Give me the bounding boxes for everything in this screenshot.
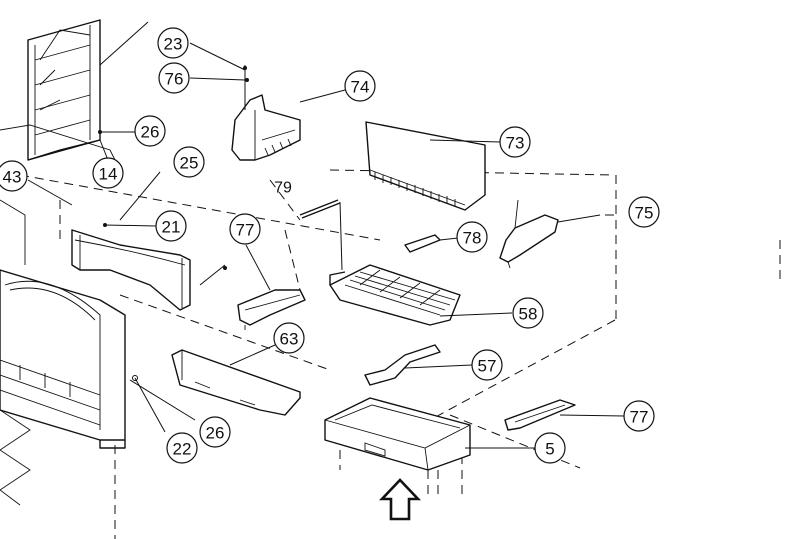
callout-78: 78 (456, 221, 488, 253)
heat-shield-73 (365, 121, 501, 211)
callout-23: 23 (157, 27, 189, 59)
left-frame-column (27, 19, 149, 161)
front-door-assembly-43 (0, 269, 126, 506)
callout-label-77-lower: 77 (630, 408, 649, 427)
callout-74: 74 (344, 70, 376, 102)
fastener-leads (27, 42, 249, 433)
callout-43: 43 (0, 160, 28, 192)
rod-79 (299, 199, 343, 271)
callout-label-26-lower: 26 (206, 424, 225, 443)
log-support-74 (231, 89, 346, 161)
side-bracket-75 (499, 199, 601, 269)
callout-label-21: 21 (162, 218, 181, 237)
label-79: 79 (274, 180, 292, 197)
callout-label-22: 22 (173, 440, 192, 459)
callout-label-14: 14 (99, 165, 118, 184)
callout-label-77-upper: 77 (236, 221, 255, 240)
callout-14: 14 (92, 157, 124, 189)
fire-grate-58 (329, 264, 513, 326)
baffle-plate-25 (71, 229, 191, 311)
callout-label-78: 78 (463, 229, 482, 248)
callout-label-73: 73 (506, 134, 525, 153)
callout-label-26-upper: 26 (141, 123, 160, 142)
callout-26-upper: 26 (134, 115, 166, 147)
callout-26-lower: 26 (199, 416, 231, 448)
callout-label-79: 79 (274, 180, 292, 197)
callout-label-57: 57 (478, 357, 497, 376)
callout-58: 58 (512, 297, 544, 329)
clip-78 (404, 234, 459, 253)
callout-21: 21 (155, 210, 187, 242)
callout-75: 75 (628, 196, 660, 228)
callout-label-43: 43 (3, 168, 22, 187)
ash-pan-5 (324, 397, 535, 471)
callout-label-5: 5 (545, 440, 554, 459)
grate-support-57 (364, 344, 473, 386)
callout-label-75: 75 (635, 204, 654, 223)
callout-73: 73 (499, 126, 531, 158)
callout-label-25: 25 (180, 154, 199, 173)
bracket-77-lower (504, 399, 625, 431)
callout-25: 25 (173, 146, 205, 178)
callout-label-63: 63 (280, 330, 299, 349)
callout-label-74: 74 (351, 78, 370, 97)
callout-57: 57 (471, 349, 503, 381)
callout-76: 76 (158, 62, 190, 94)
callout-label-76: 76 (165, 70, 184, 89)
bracket-77-upper (237, 244, 306, 330)
hearth-side-platform (0, 124, 116, 265)
front-trim-63 (171, 344, 301, 416)
callout-77-upper: 77 (229, 213, 261, 245)
callout-5: 5 (534, 432, 566, 464)
callout-63: 63 (273, 322, 305, 354)
callout-label-58: 58 (519, 305, 538, 324)
up-arrow-icon (378, 478, 422, 521)
callout-22: 22 (166, 432, 198, 464)
callout-77-lower: 77 (623, 400, 655, 432)
callout-label-23: 23 (164, 35, 183, 54)
